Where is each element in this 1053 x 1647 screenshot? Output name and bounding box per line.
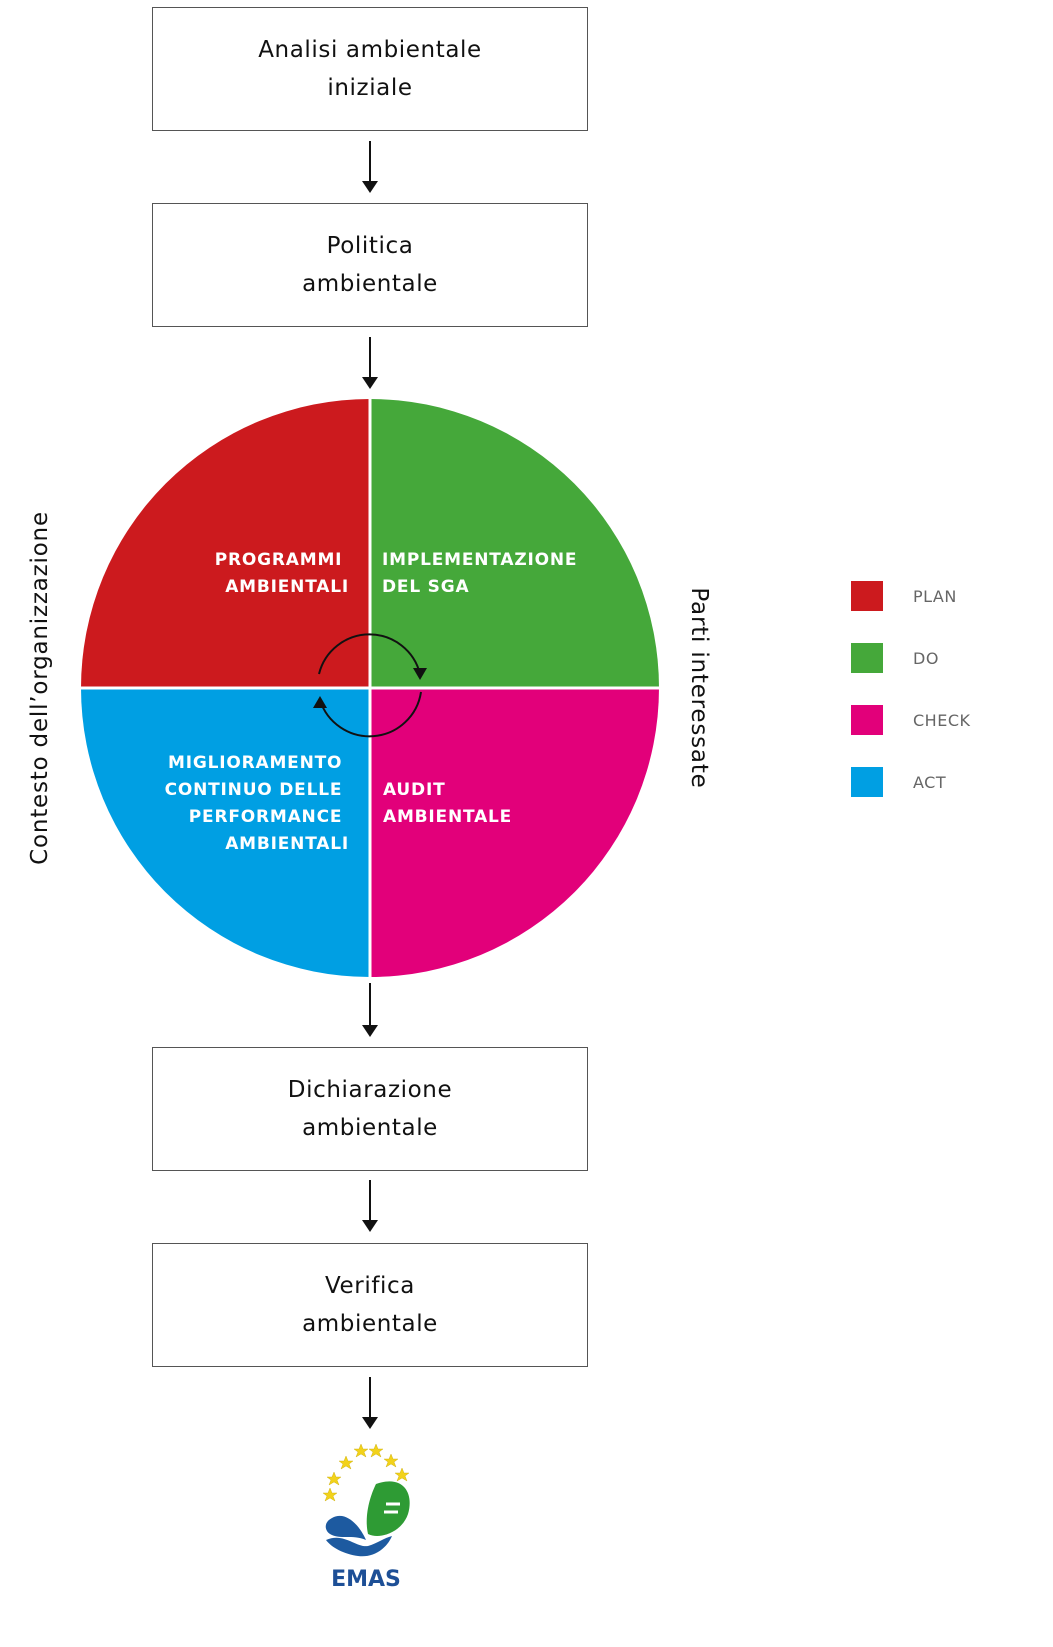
plan-label-line: PROGRAMMI	[215, 550, 343, 570]
legend-label-plan: PLAN	[913, 586, 957, 606]
arrow-down-icon	[362, 1377, 378, 1429]
flow-box-line: Dichiarazione	[287, 1077, 453, 1103]
legend-swatch-act	[851, 767, 883, 797]
legend-label-do: DO	[913, 648, 939, 668]
arrow-down-icon	[362, 983, 378, 1037]
cycle-arrows-icon	[318, 633, 422, 738]
legend-label-act: ACT	[913, 772, 947, 792]
flow-box-politica: Politica ambientale	[152, 203, 588, 327]
act-label-line: PERFORMANCE	[189, 807, 343, 827]
cycle-arrowheads	[313, 668, 427, 708]
emas-logo-icon: EMAS	[322, 1443, 410, 1592]
flow-box-analisi: Analisi ambientale iniziale	[152, 7, 588, 131]
act-label-line: CONTINUO DELLE	[165, 780, 343, 800]
act-label-line: AMBIENTALI	[225, 834, 349, 854]
plan-label-line: AMBIENTALI	[225, 577, 349, 597]
side-label-parti-interessate: Parti interessate	[686, 587, 712, 789]
check-label-line: AUDIT	[383, 780, 445, 800]
flow-box-line: iniziale	[327, 75, 413, 101]
flow-box-line: ambientale	[302, 271, 438, 297]
quadrant-do	[370, 399, 659, 688]
quadrant-check	[370, 688, 659, 977]
flow-box-line: Analisi ambientale	[258, 37, 482, 63]
svg-text:IMPLEMENTAZIONE DEL SGA: IMPLEMENTAZIONE DEL SGA	[382, 550, 584, 597]
flow-box-dichiarazione: Dichiarazione ambientale	[152, 1047, 588, 1171]
flow-box-verifica: Verifica ambientale	[152, 1243, 588, 1367]
arrow-down-icon	[362, 1180, 378, 1232]
side-label-contesto: Contesto dell’organizzazione	[27, 511, 53, 865]
check-label-line: AMBIENTALE	[383, 807, 512, 827]
arrow-down-icon	[362, 337, 378, 389]
flow-box-line: Politica	[326, 233, 414, 259]
do-label-line: DEL SGA	[382, 577, 469, 597]
svg-text:MIGLIORAMENTO CONTINUO DEL: MIGLIORAMENTO CONTINUO DELLE PERFORMANCE…	[165, 753, 349, 854]
legend-item-plan: PLAN	[851, 581, 957, 611]
svg-text:AUDIT AMBIENTALE: AUDIT AMBIENTALE	[383, 780, 512, 827]
flow-box-line: ambientale	[302, 1115, 438, 1141]
quadrant-plan	[81, 399, 370, 688]
flow-box-line: Verifica	[325, 1273, 415, 1299]
arrow-down-icon	[362, 141, 378, 193]
quadrant-act	[81, 688, 370, 977]
legend-label-check: CHECK	[913, 710, 971, 730]
flow-box-line: ambientale	[302, 1311, 438, 1337]
legend-swatch-do	[851, 643, 883, 673]
legend-item-check: CHECK	[851, 705, 970, 735]
svg-text:PROGRAMMI AMBIENTALI: PROGRAMMI AMBIENTALI	[215, 550, 349, 597]
legend-item-act: ACT	[851, 767, 946, 797]
act-label-line: MIGLIORAMENTO	[168, 753, 342, 773]
legend-item-do: DO	[851, 643, 939, 673]
emas-logo-text: EMAS	[331, 1567, 401, 1592]
do-label-line: IMPLEMENTAZIONE	[382, 550, 577, 570]
legend-swatch-check	[851, 705, 883, 735]
legend-swatch-plan	[851, 581, 883, 611]
